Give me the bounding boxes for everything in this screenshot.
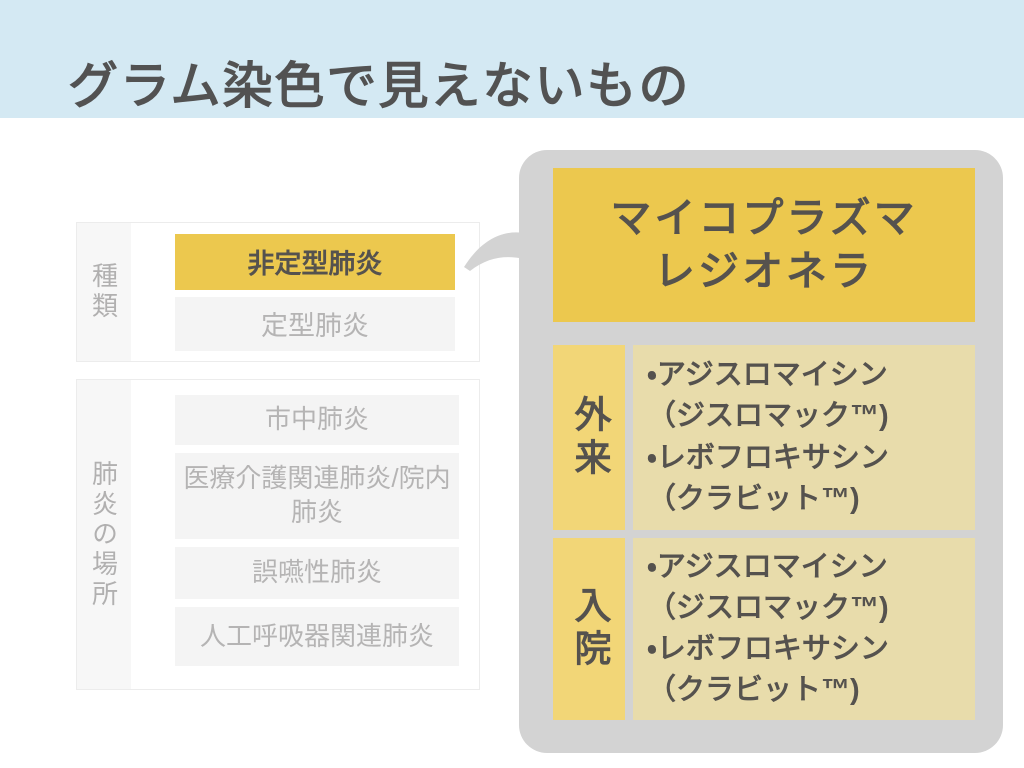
slide-header: グラム染色で見えないもの: [0, 0, 1024, 118]
inpatient-section: 入院 ・アジスロマイシン （ジスロマック™) ・レボフロキサシン （クラビット™…: [553, 538, 975, 720]
page-title: グラム染色で見えないもの: [68, 58, 691, 114]
callout-bubble: マイコプラズマ レジオネラ 外来 ・アジスロマイシン （ジスロマック™) ・レボ…: [519, 150, 1003, 753]
outpatient-section: 外来 ・アジスロマイシン （ジスロマック™) ・レボフロキサシン （クラビット™…: [553, 345, 975, 530]
pathogen-mycoplasma: マイコプラズマ: [610, 194, 918, 241]
drug-line: ・アジスロマイシン: [647, 359, 888, 392]
drug-line: （ジスロマック™): [647, 591, 889, 624]
drug-line: ・レボフロキサシン: [647, 441, 889, 474]
pneumonia-location-rows: 市中肺炎 医療介護関連肺炎/院内肺炎 誤嚥性肺炎 人工呼吸器関連肺炎: [131, 380, 479, 689]
drug-line: ・アジスロマイシン: [647, 550, 888, 583]
drug-line: ・レボフロキサシン: [647, 633, 889, 665]
outpatient-drug-list: ・アジスロマイシン （ジスロマック™) ・レボフロキサシン （クラビット™): [633, 345, 975, 530]
row-aspiration-pneumonia: 誤嚥性肺炎: [175, 547, 459, 599]
pathogen-legionella: レジオネラ: [654, 248, 874, 294]
drug-line: （クラビット™): [647, 674, 860, 707]
row-atypical-pneumonia: 非定型肺炎: [175, 233, 455, 290]
pneumonia-location-box: 肺炎の場所 市中肺炎 医療介護関連肺炎/院内肺炎 誤嚥性肺炎 人工呼吸器関連肺炎: [76, 379, 480, 690]
pneumonia-location-label: 肺炎の場所: [77, 380, 131, 689]
drug-line: （ジスロマック™): [647, 400, 889, 433]
drug-line: （クラビット™): [647, 482, 860, 515]
pneumonia-type-label: 種類: [77, 223, 131, 361]
pathogen-box: マイコプラズマ レジオネラ: [553, 168, 975, 322]
inpatient-drug-list: ・アジスロマイシン （ジスロマック™) ・レボフロキサシン （クラビット™): [633, 538, 975, 720]
row-ventilator-associated-pneumonia: 人工呼吸器関連肺炎: [175, 607, 459, 666]
pneumonia-type-box: 種類 非定型肺炎 定型肺炎: [76, 222, 480, 362]
pneumonia-type-rows: 非定型肺炎 定型肺炎: [131, 223, 479, 361]
row-healthcare-associated-pneumonia: 医療介護関連肺炎/院内肺炎: [175, 453, 459, 539]
speech-bubble-tail-icon: [464, 232, 524, 271]
outpatient-label: 外来: [553, 345, 625, 530]
row-community-acquired-pneumonia: 市中肺炎: [175, 395, 459, 445]
inpatient-label: 入院: [553, 538, 625, 720]
row-typical-pneumonia: 定型肺炎: [175, 296, 455, 351]
